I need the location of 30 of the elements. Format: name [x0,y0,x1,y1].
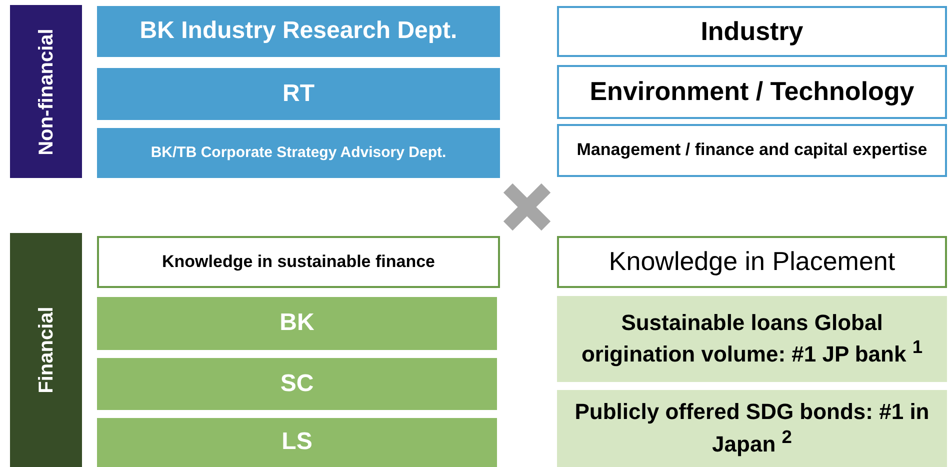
process-box [97,236,500,288]
box-text: Environment / Technology [588,76,916,108]
box-text: BK [278,309,316,338]
process-box [97,418,497,467]
box-text: Industry [700,16,804,48]
box-text: LS [280,428,314,457]
box-text: BK Industry Research Dept. [138,17,458,46]
process-box [97,68,500,120]
process-box [557,236,947,288]
vertical-band [10,233,82,467]
box-text: Knowledge in Placement [608,246,896,278]
process-box [97,297,497,350]
process-box [557,6,947,57]
process-box [97,358,497,410]
process-box [97,128,500,178]
process-box [557,65,947,119]
box-text: Knowledge in sustainable finance [161,252,436,272]
band-label: Non-financial [34,27,58,157]
vertical-band [10,5,82,178]
box-text: Management / finance and capital expertise [576,140,928,161]
box-text: Publicly offered SDG bonds: #1 in Japan $^{2}$ [574,399,930,458]
process-box [557,124,947,177]
process-box [557,296,947,382]
box-text: Sustainable loans Global origination volume: #1 JP bank $^{1}$ [580,310,924,368]
process-box [557,390,947,467]
box-text: SC [279,370,315,398]
process-box [97,6,500,57]
band-label: Financial [34,306,58,396]
box-text: BK/TB Corporate Strategy Advisory Dept. [150,144,448,162]
box-text: RT [282,80,316,108]
